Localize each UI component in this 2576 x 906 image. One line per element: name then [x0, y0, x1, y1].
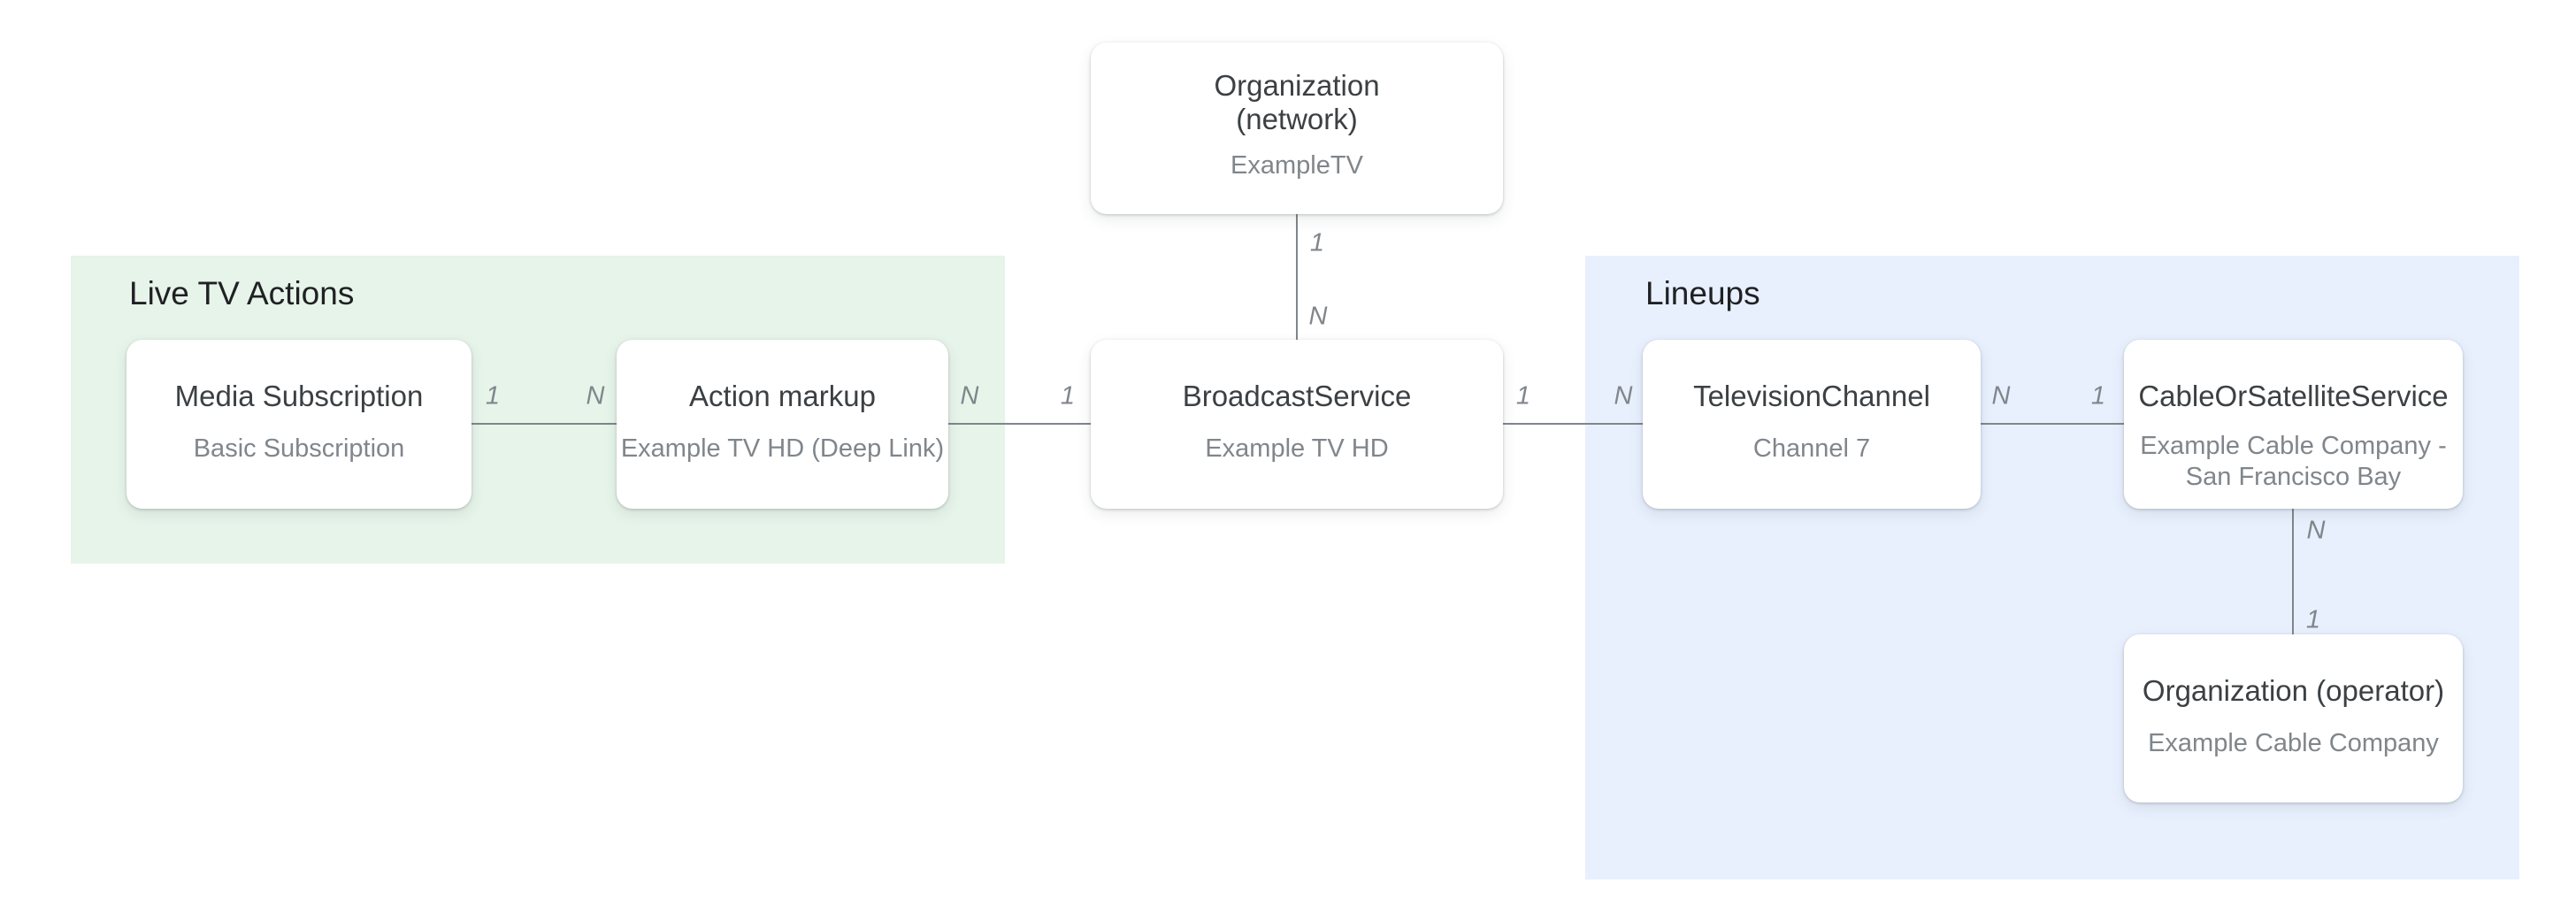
cardinality-label: 1: [2305, 605, 2321, 634]
edge-line: [1503, 423, 1643, 425]
node-organization-operator: Organization (operator) Example Cable Co…: [2124, 634, 2463, 802]
cardinality-label: N: [1991, 381, 2011, 411]
node-title: Media Subscription: [174, 380, 424, 412]
cardinality-label: 1: [1309, 228, 1325, 257]
node-title: Action markup: [689, 380, 876, 412]
node-television-channel: TelevisionChannel Channel 7: [1643, 340, 1981, 509]
node-subtitle: Example TV HD: [1205, 434, 1389, 463]
node-title: TelevisionChannel: [1693, 380, 1930, 412]
node-subtitle: Example Cable Company: [2148, 729, 2439, 757]
node-subtitle: Example TV HD (Deep Link): [620, 434, 945, 463]
node-organization-network: Organization (network) ExampleTV: [1091, 42, 1503, 214]
edge-line: [2292, 509, 2294, 634]
cardinality-label: N: [1614, 381, 1633, 411]
cardinality-label: 1: [2090, 381, 2106, 411]
node-title: Organization (operator): [2142, 674, 2445, 707]
cardinality-label: 1: [1060, 381, 1076, 411]
cardinality-label: N: [960, 381, 979, 411]
cardinality-label: 1: [485, 381, 501, 411]
edge-line: [472, 423, 617, 425]
node-subtitle: Channel 7: [1752, 434, 1871, 463]
node-action-markup: Action markup Example TV HD (Deep Link): [617, 340, 948, 509]
edge-line: [948, 423, 1091, 425]
node-title: Organization (network): [1214, 69, 1380, 135]
node-subtitle: Example Cable Company - San Francisco Ba…: [2140, 432, 2447, 491]
node-title: CableOrSatelliteService: [2138, 380, 2449, 412]
cardinality-label: N: [1308, 302, 1328, 331]
region-label: Live TV Actions: [129, 275, 355, 311]
edge-line: [1981, 423, 2124, 425]
node-title: BroadcastService: [1182, 380, 1412, 412]
node-cable-or-satellite-service: CableOrSatelliteService Example Cable Co…: [2124, 340, 2463, 509]
node-media-subscription: Media Subscription Basic Subscription: [126, 340, 472, 509]
node-subtitle: Basic Subscription: [193, 434, 405, 463]
region-label: Lineups: [1645, 275, 1760, 311]
cardinality-label: N: [2306, 516, 2326, 545]
node-subtitle: ExampleTV: [1230, 151, 1363, 180]
cardinality-label: N: [586, 381, 605, 411]
cardinality-label: 1: [1515, 381, 1531, 411]
edge-line: [1296, 214, 1298, 340]
node-broadcast-service: BroadcastService Example TV HD: [1091, 340, 1503, 509]
